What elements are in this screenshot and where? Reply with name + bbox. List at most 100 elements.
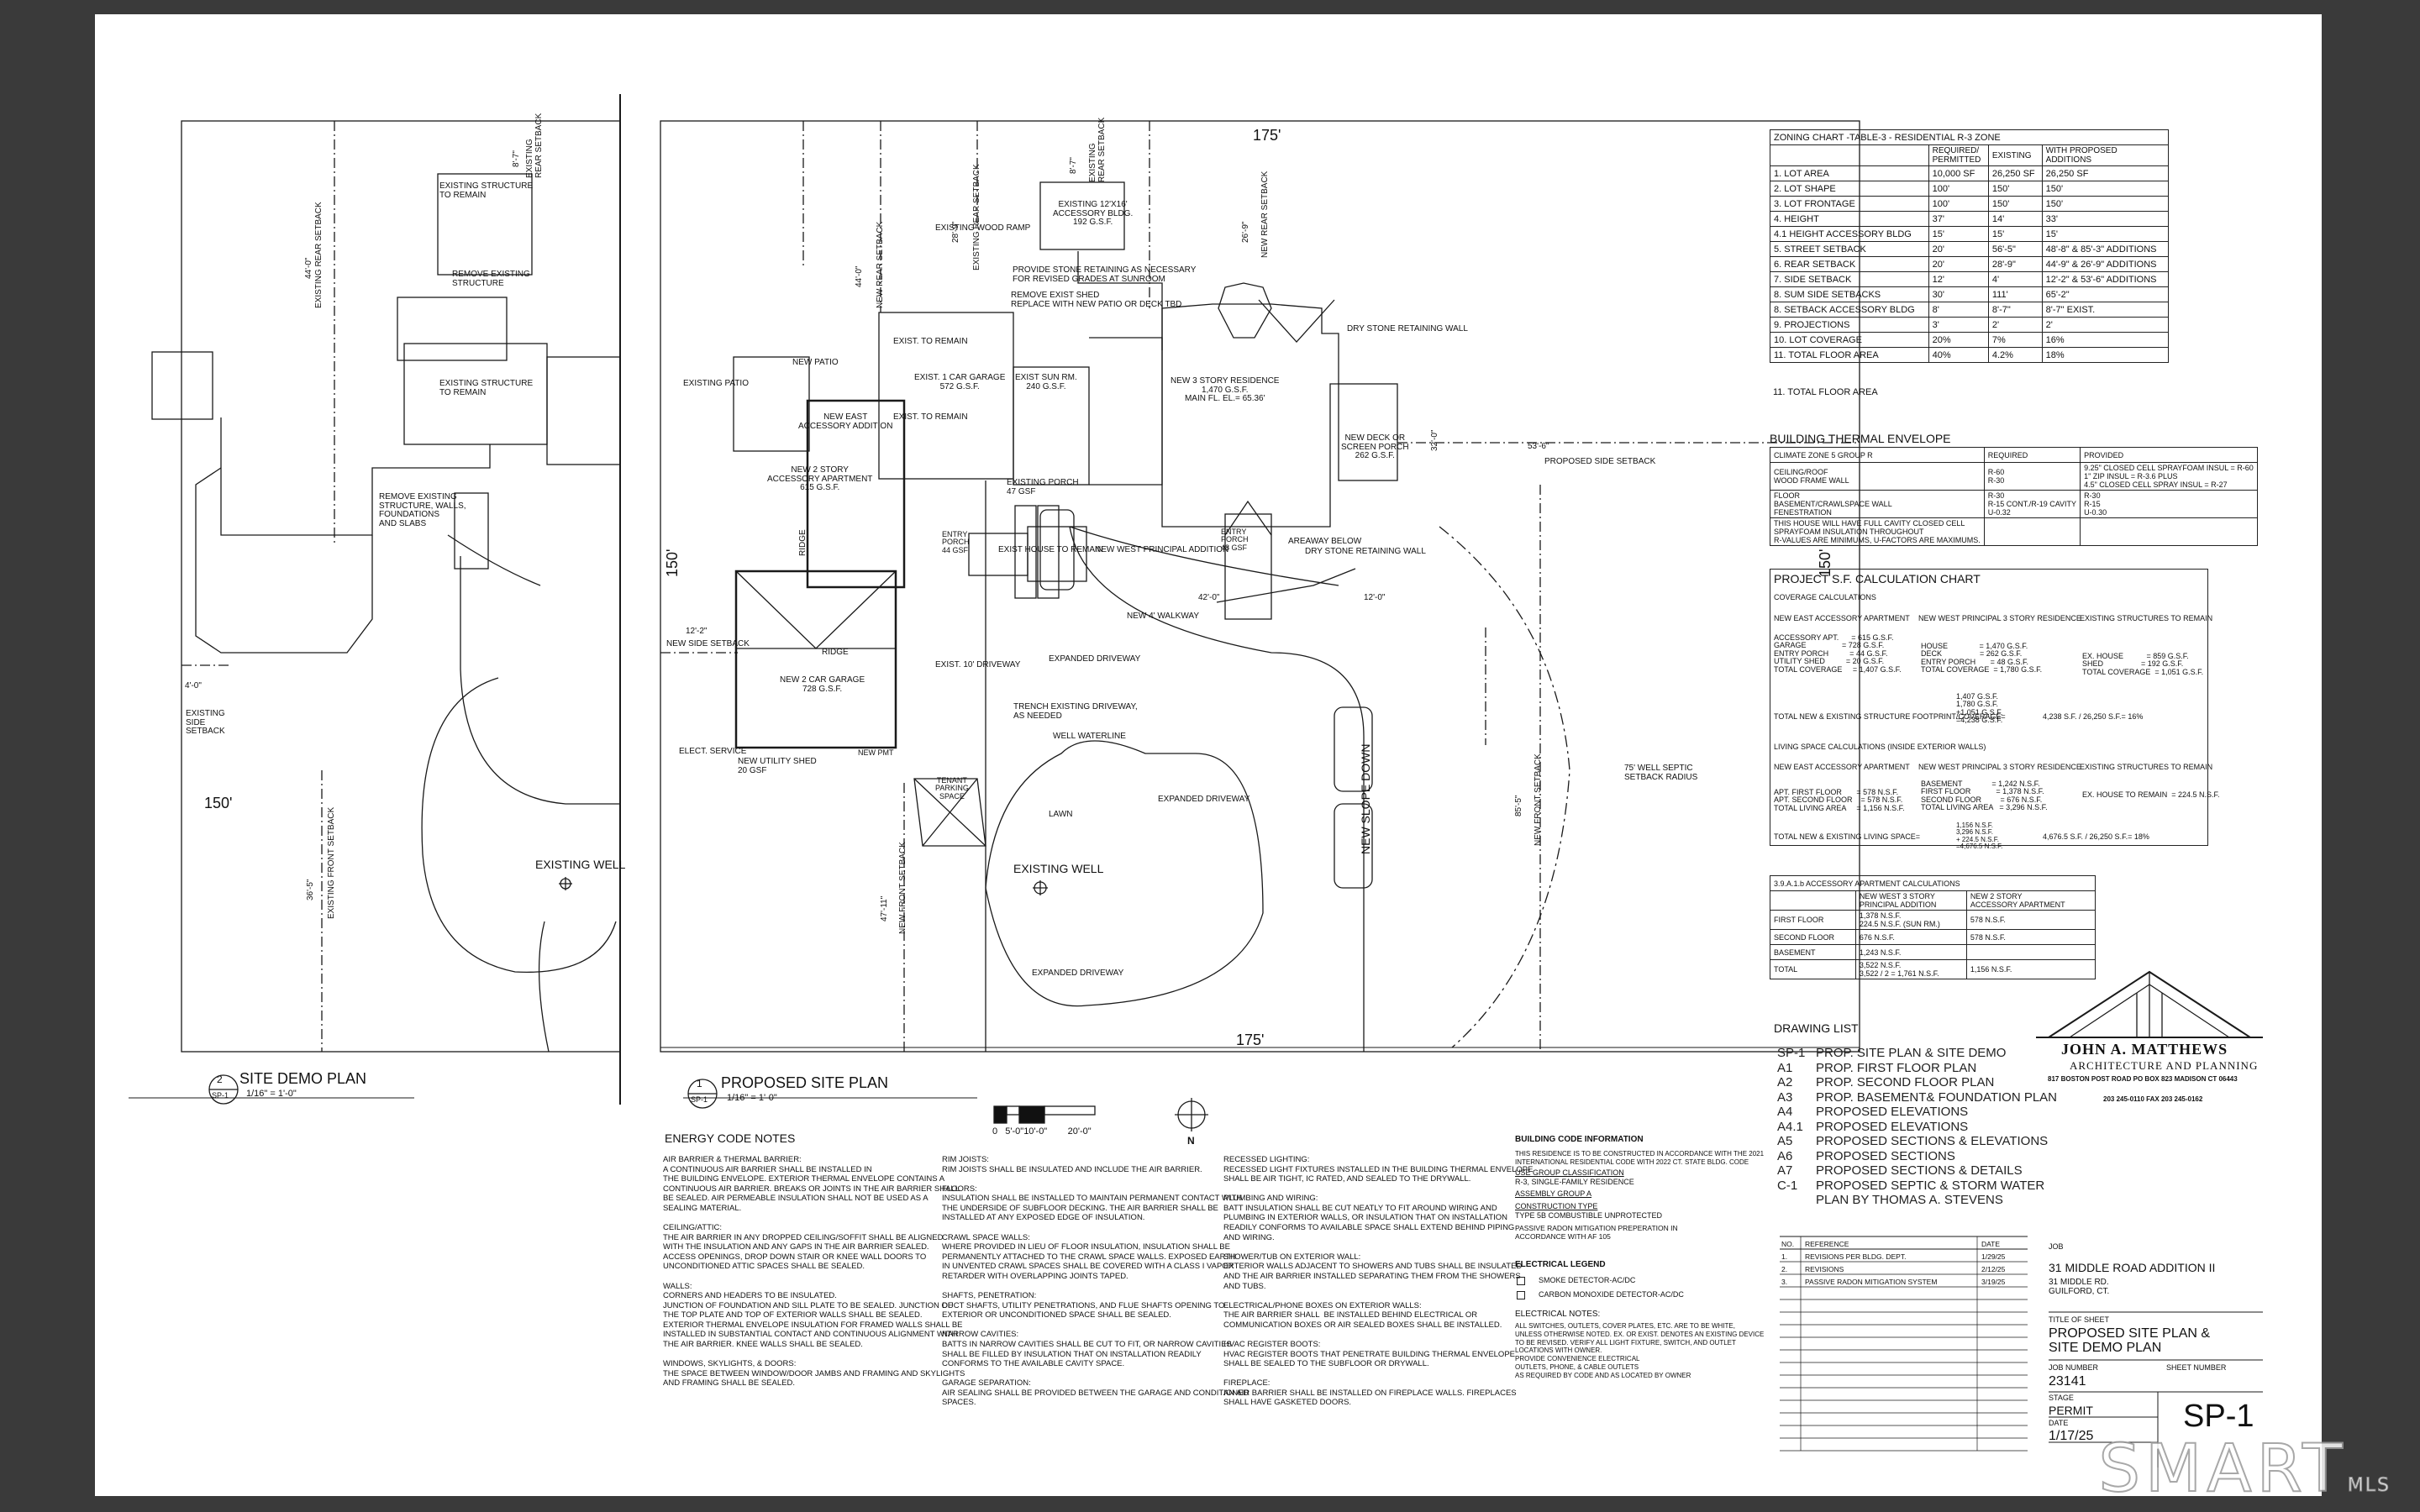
demo-plan-title: SITE DEMO PLAN (239, 1070, 367, 1087)
assembly-label: ASSEMBLY GROUP A (1515, 1189, 1592, 1198)
coverage-west: HOUSE = 1,470 G.S.F. DECK = 262 G.S.F. E… (1921, 642, 2043, 675)
revision-cell: PASSIVE RADON MITIGATION SYSTEM (1805, 1278, 1938, 1286)
zoning-header: EXISTING (1987, 144, 2043, 166)
thermal-header: CLIMATE ZONE 5 GROUP R (1770, 447, 1985, 463)
new-west-addition: NEW WEST PRINCIPAL ADDITION (1095, 545, 1229, 554)
thermal-table: CLIMATE ZONE 5 GROUP R REQUIRED PROVIDED… (1770, 447, 2258, 546)
stage-label: STAGE (2049, 1394, 2074, 1402)
dim-53: 53'-6" (1528, 442, 1549, 451)
zoning-row-cell: 1. LOT AREA (1770, 165, 1929, 181)
job-label: JOB (2049, 1242, 2064, 1251)
dim-32-0: 32'-0" (1430, 429, 1439, 451)
zoning-row-cell: 3' (1928, 317, 1989, 333)
revision-cell: DATE (1981, 1240, 2001, 1248)
demo-plan-scale: 1/16" = 1'-0" (246, 1089, 297, 1099)
zoning-row-cell: 20' (1928, 256, 1989, 272)
demo-existing-structure-1: EXISTING STRUCTURE TO REMAIN (439, 181, 534, 200)
thermal-header: REQUIRED (1983, 447, 2081, 463)
drawing-title: PROP. BASEMENT& FOUNDATION PLAN (1816, 1089, 2057, 1105)
building-code-title: BUILDING CODE INFORMATION (1515, 1135, 1644, 1144)
zoning-row-cell: 14' (1987, 211, 2043, 227)
drawing-code: SP-1 (1777, 1046, 1806, 1060)
thermal-row-cell: R-30 R-15 CONT./R-19 CAVITY U-0.32 (1983, 490, 2081, 518)
zoning-row-cell: 2. LOT SHAPE (1770, 181, 1929, 197)
job-name: 31 MIDDLE ROAD ADDITION II (2049, 1261, 2216, 1274)
zoning-row-cell: 20% (1928, 332, 1989, 348)
accessory-header (1770, 890, 1856, 911)
zoning-row-cell: 28'-9" (1987, 256, 2043, 272)
demo-remove-structure: REMOVE EXISTING STRUCTURE (452, 270, 530, 288)
construction-type: TYPE 5B COMBUSTIBLE UNPROTECTED (1515, 1211, 1663, 1220)
demo-existing-well: EXISTING WELL (535, 858, 626, 871)
new-utility-shed: NEW UTILITY SHED 20 GSF (738, 757, 817, 775)
demo-rear-setback: EXISTING REAR SETBACK (314, 202, 324, 308)
zoning-row-cell: 48'-8" & 85'-3" ADDITIONS (2041, 241, 2170, 257)
drawing-list-title: DRAWING LIST (1774, 1021, 1859, 1035)
zoning-row-cell: 56'-5" (1987, 241, 2043, 257)
zoning-row-cell: 6. REAR SETBACK (1770, 256, 1929, 272)
exist-to-remain-1: EXIST. TO REMAIN (893, 337, 968, 346)
stone-retaining-note: PROVIDE STONE RETAINING AS NECESSARY FOR… (1013, 265, 1197, 284)
drawing-code: A7 (1777, 1163, 1793, 1178)
tenant-parking: TENANT PARKING SPACE (935, 776, 969, 801)
zoning-row-cell: 37' (1928, 211, 1989, 227)
demo-dim-4: 4'-0" (185, 681, 202, 690)
demo-rear-setback-v: EXISTING REAR SETBACK (525, 113, 544, 178)
site-detail-sheet: SP-1 (691, 1095, 708, 1104)
accessory-row-cell: BASEMENT (1770, 944, 1856, 960)
new-2-story-apartment: NEW 2 STORY ACCESSORY APARTMENT 615 G.S.… (767, 465, 873, 492)
accessory-row-cell (1965, 944, 2096, 960)
firm-phone: 203 245-0110 FAX 203 245-0162 (2103, 1095, 2203, 1103)
expanded-driveway-1: EXPANDED DRIVEWAY (1049, 654, 1141, 664)
zoning-row-cell: 8. SETBACK ACCESSORY BLDG (1770, 302, 1929, 318)
drawing-title: PROP. SECOND FLOOR PLAN (1816, 1075, 1995, 1089)
dim-175-bottom: 175' (1236, 1032, 1265, 1048)
zoning-header: WITH PROPOSED ADDITIONS (2041, 144, 2170, 166)
accessory-row-cell: 578 N.S.F. (1965, 929, 2096, 945)
zoning-row-cell: 10. LOT COVERAGE (1770, 332, 1929, 348)
thermal-row-cell: CEILING/ROOF WOOD FRAME WALL (1770, 462, 1985, 491)
firm-address: 817 BOSTON POST ROAD PO BOX 823 MADISON … (2048, 1075, 2238, 1083)
site-plan-scale: 1/16" = 1'-0" (727, 1093, 777, 1103)
energy-col-2: RIM JOISTS: RIM JOISTS SHALL BE INSULATE… (942, 1155, 1249, 1408)
new-rear-setback: NEW REAR SETBACK (876, 221, 885, 308)
zoning-row-cell: 150' (1987, 196, 2043, 212)
accessory-header: NEW WEST 3 STORY PRINCIPAL ADDITION (1854, 890, 1967, 911)
energy-title: ENERGY CODE NOTES (665, 1131, 796, 1145)
areaway-below: AREAWAY BELOW (1288, 537, 1362, 546)
zoning-row-cell: 20' (1928, 241, 1989, 257)
use-group-label: USE GROUP CLASSIFICATION (1515, 1168, 1624, 1177)
new-front-setback-2: NEW FRONT SETBACK (898, 842, 908, 934)
living-east: APT. FIRST FLOOR = 578 N.S.F. APT. SECON… (1774, 788, 1905, 812)
watermark: SMARTMLS (2097, 1431, 2391, 1508)
entry-porch-2: ENTRY PORCH 48 GSF (1221, 528, 1249, 552)
revision-cell: 3/19/25 (1981, 1278, 2006, 1286)
zoning-row-cell: 30' (1928, 286, 1989, 302)
zoning-row-cell: 65'-2" (2041, 286, 2170, 302)
trench-note: TRENCH EXISTING DRIVEWAY, AS NEEDED (1013, 702, 1138, 721)
accessory-row-cell: 578 N.S.F. (1965, 910, 2096, 930)
drawing-title: PROPOSED ELEVATIONS (1816, 1105, 1969, 1119)
new-rear-setback-2: NEW REAR SETBACK (1260, 171, 1270, 258)
drawing-sheet: EXISTING STRUCTURE TO REMAIN REMOVE EXIS… (95, 14, 2322, 1496)
thermal-header: PROVIDED (2080, 447, 2258, 463)
thermal-title: BUILDING THERMAL ENVELOPE (1770, 432, 1951, 445)
zoning-row-cell: 4.2% (1987, 347, 2043, 363)
demo-detail-sheet: SP-1 (212, 1091, 229, 1100)
drawing-code: A6 (1777, 1148, 1793, 1163)
job-number: 23141 (2049, 1374, 2086, 1389)
zoning-row-cell: 15' (1928, 226, 1989, 242)
thermal-row-cell: FLOOR BASEMENT/CRAWLSPACE WALL FENESTRAT… (1770, 490, 1985, 518)
